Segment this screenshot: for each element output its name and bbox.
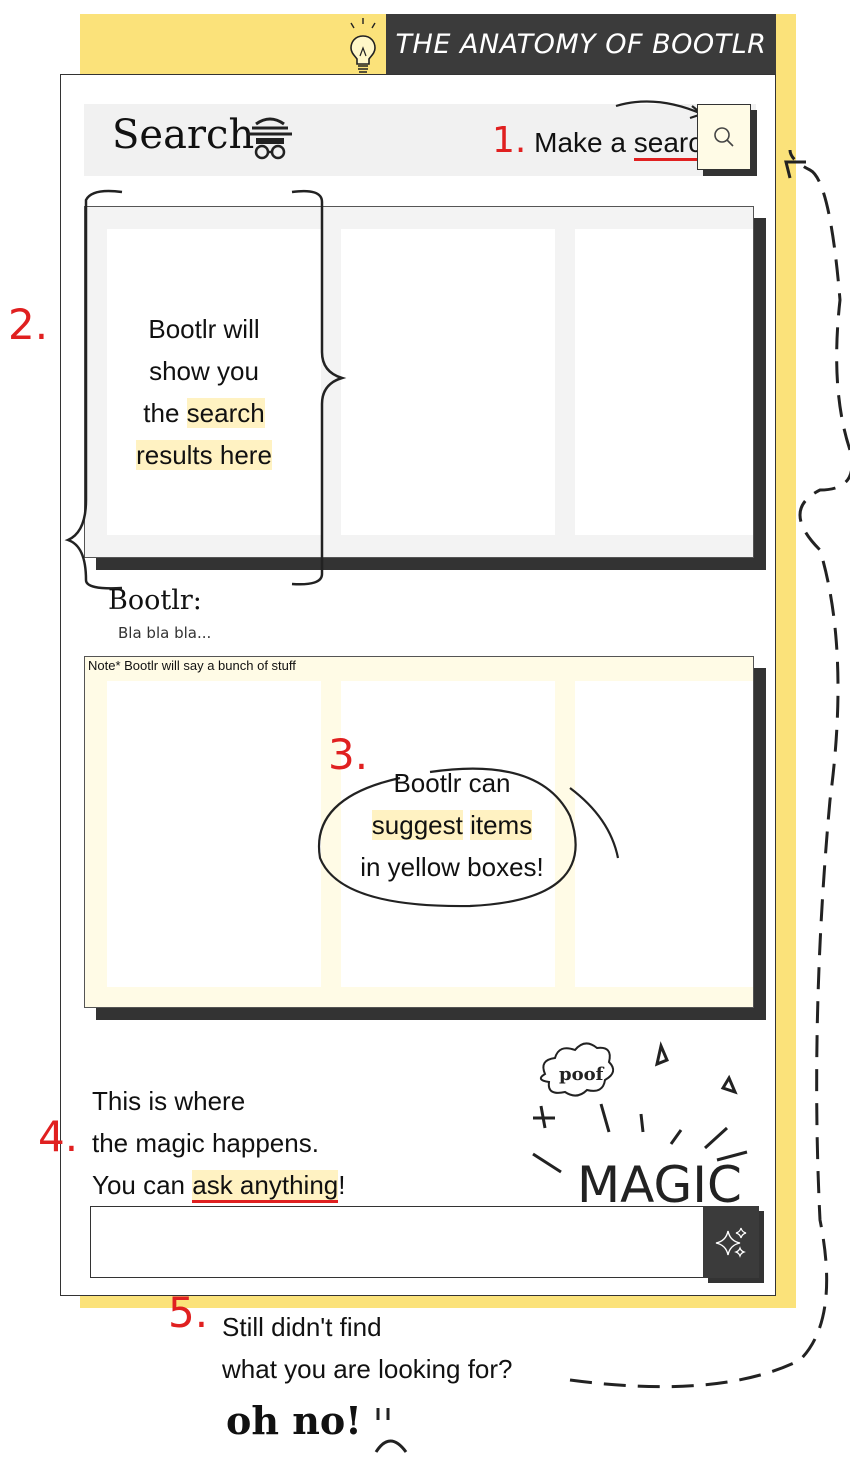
fallback-line-1: Still didn't find — [222, 1312, 382, 1342]
search-bar — [84, 104, 756, 176]
results-line-4: results here — [136, 440, 272, 470]
magic-line-2: the magic happens. — [92, 1128, 319, 1158]
poof-cloud: poof — [539, 1042, 615, 1097]
sparkles-icon — [715, 1227, 747, 1258]
suggest-line-3: in yellow boxes! — [360, 852, 544, 882]
poof-word: poof — [559, 1064, 605, 1085]
fallback-line-2: what you are looking for? — [222, 1354, 513, 1384]
result-card[interactable] — [341, 229, 555, 535]
step-number-2: 2. — [8, 300, 49, 349]
bootlr-chat-name: Bootlr: — [108, 585, 202, 616]
search-results-panel — [84, 206, 754, 558]
search-label: Search — [112, 112, 255, 158]
suggest-line-2: suggest items — [371, 810, 533, 840]
magic-line-1: This is where — [92, 1086, 246, 1116]
search-button[interactable] — [697, 104, 751, 170]
note-text: Note* Bootlr will say a bunch of stuff — [88, 658, 296, 673]
fallback-annotation: Still didn't find what you are looking f… — [222, 1306, 513, 1390]
page-title: THE ANATOMY OF BOOTLR — [386, 14, 776, 74]
lightbulb-icon — [350, 18, 376, 73]
step-number-3: 3. — [328, 730, 369, 779]
result-card[interactable] — [575, 229, 753, 535]
sad-face-icon — [374, 1408, 408, 1453]
step-number-1: 1. — [492, 120, 527, 161]
magic-annotation: This is where the magic happens. You can… — [92, 1080, 345, 1206]
step-number-4: 4. — [38, 1112, 79, 1161]
search-hint: 1. Make a search — [492, 120, 718, 161]
bootlr-chat-message: Bla bla bla... — [118, 624, 212, 642]
results-brackets — [64, 189, 347, 590]
oh-no-exclaim: oh no! — [226, 1398, 362, 1443]
magic-doodle: poof MAGIC — [532, 1041, 748, 1214]
loop-arrow — [569, 150, 850, 1389]
suggestions-circle — [317, 767, 620, 908]
results-line-3: the search — [143, 398, 265, 428]
magic-word: MAGIC — [577, 1156, 742, 1214]
detective-hat-icon — [248, 117, 292, 160]
search-hint-text: Make a — [534, 127, 634, 158]
results-line-1: Bootlr will — [148, 314, 260, 344]
suggest-line-1: Bootlr can — [393, 768, 511, 798]
suggestion-card[interactable] — [575, 681, 753, 987]
suggestions-annotation: Bootlr can suggest items in yellow boxes… — [340, 762, 564, 888]
ask-button[interactable] — [703, 1206, 759, 1278]
step-number-5: 5. — [168, 1288, 209, 1337]
results-line-2: show you — [149, 356, 259, 386]
suggestion-card[interactable] — [107, 681, 321, 987]
result-card[interactable] — [107, 229, 321, 535]
magnifier-icon — [714, 127, 734, 147]
magic-line-3: You can ask anything! — [92, 1164, 345, 1206]
results-annotation: Bootlr will show you the search results … — [112, 308, 296, 476]
ask-input[interactable] — [90, 1206, 704, 1278]
